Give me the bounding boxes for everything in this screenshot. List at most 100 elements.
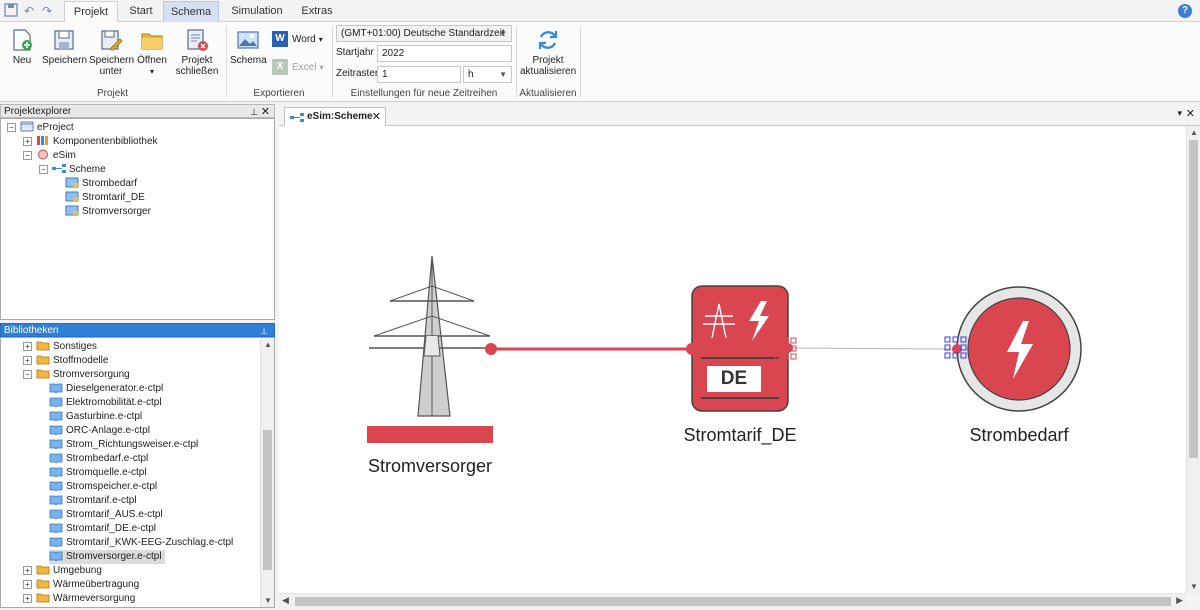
- library-template-item[interactable]: Elektromobilität.e-ctpl: [49, 396, 162, 410]
- zeitraster-input[interactable]: 1: [377, 66, 461, 83]
- scrollbar-thumb[interactable]: [1189, 140, 1198, 458]
- selection-handles-red: [774, 337, 797, 360]
- collapse-icon[interactable]: −: [39, 165, 48, 174]
- bibliotheken-scrollbar[interactable]: ▲ ▼: [260, 338, 274, 607]
- tab-menu-icon[interactable]: ▾: [1177, 108, 1182, 118]
- collapse-icon[interactable]: −: [23, 151, 32, 160]
- library-template-item[interactable]: ORC-Anlage.e-ctpl: [49, 424, 150, 438]
- collapse-icon[interactable]: −: [23, 370, 32, 379]
- canvas-vertical-scrollbar[interactable]: ▲ ▼: [1186, 126, 1200, 593]
- library-folder[interactable]: +Wärmeübertragung: [23, 578, 139, 592]
- selection-handles-blue: [944, 336, 967, 359]
- timezone-select[interactable]: (GMT+01:00) Deutsche Standardzeit ▼: [336, 25, 512, 42]
- close-project-button[interactable]: Projekt schließen: [175, 28, 219, 77]
- library-template-item[interactable]: Gasturbine.e-ctpl: [49, 410, 142, 424]
- port-dot: [485, 343, 497, 355]
- expand-icon[interactable]: +: [23, 580, 32, 589]
- expand-icon[interactable]: +: [23, 137, 32, 146]
- expand-icon[interactable]: +: [23, 594, 32, 603]
- library-template-item[interactable]: Strombedarf.e-ctpl: [49, 452, 148, 466]
- scroll-down-icon[interactable]: ▼: [1190, 582, 1198, 591]
- projektexplorer-header: Projektexplorer ⊥ ✕: [0, 104, 275, 118]
- tab-schema[interactable]: Schema: [163, 1, 219, 22]
- scrollbar-thumb[interactable]: [263, 430, 272, 570]
- undo-icon[interactable]: ↶: [23, 4, 35, 18]
- tab-projekt[interactable]: Projekt: [64, 1, 118, 22]
- library-folder[interactable]: +Wärmeversorgung: [23, 592, 135, 606]
- refresh-project-button[interactable]: Projekt aktualisieren: [520, 28, 576, 77]
- library-template-item[interactable]: Stromtarif_DE.e-ctpl: [49, 522, 156, 536]
- group-label-projekt: Projekt: [96, 88, 129, 99]
- library-template-item[interactable]: Strom_Richtungsweiser.e-ctpl: [49, 438, 198, 452]
- export-schema-button[interactable]: Schema: [230, 28, 267, 66]
- library-template-item[interactable]: Stromspeicher.e-ctpl: [49, 480, 157, 494]
- tab-extras[interactable]: Extras: [301, 5, 333, 17]
- save-button[interactable]: Speichern: [42, 28, 87, 66]
- help-icon[interactable]: ?: [1178, 4, 1192, 18]
- tree-item-eproject[interactable]: − eProject: [7, 121, 74, 135]
- tab-esim-scheme[interactable]: eSim:Scheme ✕: [284, 107, 386, 126]
- expand-icon[interactable]: +: [23, 356, 32, 365]
- tree-item-stromtarif-de[interactable]: Stromtarif_DE: [65, 191, 145, 205]
- port-dot: [686, 343, 698, 355]
- library-template-item[interactable]: Stromtarif_AUS.e-ctpl: [49, 508, 163, 522]
- expand-icon[interactable]: +: [23, 342, 32, 351]
- library-folder[interactable]: +Sonstiges: [23, 340, 97, 354]
- collapse-icon[interactable]: −: [7, 123, 16, 132]
- close-document-icon[interactable]: ✕: [1185, 108, 1195, 120]
- library-template-item[interactable]: Dieselgenerator.e-ctpl: [49, 382, 163, 396]
- redo-icon[interactable]: ↷: [41, 4, 53, 18]
- save-as-button[interactable]: Speichern unter: [89, 28, 134, 77]
- library-folder[interactable]: −Stromversorgung: [23, 368, 130, 382]
- library-folder[interactable]: +Umgebung: [23, 564, 102, 578]
- library-folder[interactable]: +Stoffmodelle: [23, 354, 108, 368]
- tab-start[interactable]: Start: [129, 5, 153, 17]
- scheme-diagram: [367, 255, 1082, 443]
- group-separator: [580, 26, 581, 98]
- group-label-aktualisieren: Aktualisieren: [519, 88, 577, 99]
- simulation-icon: [38, 149, 48, 160]
- scroll-down-icon[interactable]: ▼: [264, 596, 272, 605]
- scroll-left-icon[interactable]: ◀: [282, 595, 289, 605]
- new-button[interactable]: Neu: [6, 28, 38, 66]
- tree-item-esim[interactable]: − eSim: [23, 149, 76, 163]
- canvas-horizontal-scrollbar[interactable]: ◀ ▶: [279, 593, 1186, 608]
- dropdown-arrow-icon: ▼: [499, 70, 507, 79]
- library-template-item[interactable]: Stromquelle.e-ctpl: [49, 466, 147, 480]
- folder-open-icon: [140, 28, 164, 52]
- open-button[interactable]: Öffnen ▾: [135, 28, 169, 77]
- pin-icon[interactable]: ⊥: [250, 107, 258, 117]
- library-template-item[interactable]: Stromtarif.e-ctpl: [49, 494, 137, 508]
- strombedarf-label: Strombedarf: [969, 425, 1069, 445]
- library-template-item[interactable]: Stromversorger.e-ctpl: [49, 550, 165, 564]
- dropdown-arrow-icon: ▾: [318, 35, 323, 44]
- scroll-up-icon[interactable]: ▲: [264, 340, 272, 349]
- scrollbar-thumb[interactable]: [295, 597, 1171, 606]
- tree-item-stromversorger[interactable]: Stromversorger: [65, 205, 151, 219]
- ribbon-tab-bar: ↶ ↷ Projekt Start Schema Simulation Extr…: [0, 0, 1200, 22]
- template-book-icon: [49, 383, 63, 393]
- scroll-right-icon[interactable]: ▶: [1176, 595, 1183, 605]
- template-book-icon: [49, 509, 63, 519]
- close-icon[interactable]: ✕: [260, 106, 270, 118]
- tab-simulation[interactable]: Simulation: [231, 5, 283, 17]
- pin-icon[interactable]: ⊥: [260, 326, 268, 336]
- save-as-icon: [99, 28, 123, 52]
- tree-item-scheme[interactable]: − Scheme: [39, 163, 106, 177]
- tree-item-komponentenbibliothek[interactable]: + Komponentenbibliothek: [23, 135, 158, 149]
- close-tab-icon[interactable]: ✕: [371, 111, 381, 123]
- tree-item-strombedarf[interactable]: Strombedarf: [65, 177, 137, 191]
- close-project-icon: [185, 28, 209, 52]
- startjahr-input[interactable]: 2022: [377, 45, 512, 62]
- scroll-up-icon[interactable]: ▲: [1190, 128, 1198, 137]
- tarif-badge: DE: [720, 368, 748, 389]
- zeitraster-unit-select[interactable]: h ▼: [463, 66, 512, 83]
- scheme-canvas[interactable]: DE Stromversorger Stromtarif_DE Strombed…: [279, 126, 1186, 593]
- save-quick-icon[interactable]: [3, 3, 19, 19]
- expand-icon[interactable]: +: [23, 566, 32, 575]
- library-template-item[interactable]: Stromtarif_KWK-EEG-Zuschlag.e-ctpl: [49, 536, 233, 550]
- port-dot: [952, 344, 962, 354]
- template-book-icon: [49, 397, 63, 407]
